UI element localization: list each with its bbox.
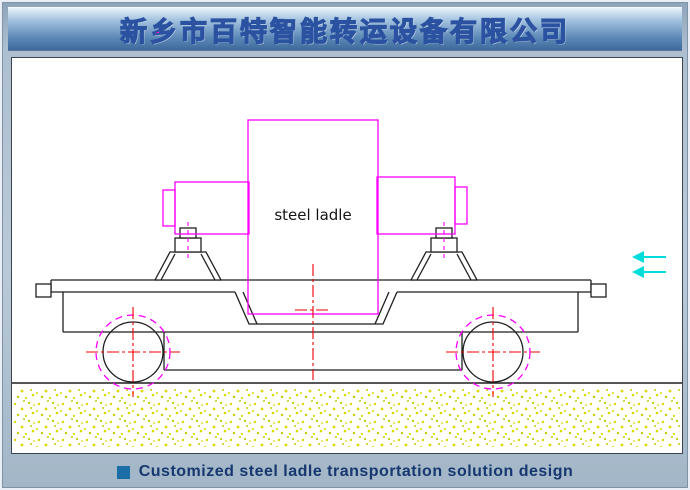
company-title: 新乡市百特智能转运设备有限公司 bbox=[119, 16, 570, 48]
direction-arrows-icon bbox=[632, 251, 666, 278]
left-trunnion-tab bbox=[162, 189, 176, 227]
ground-stipple bbox=[14, 389, 680, 447]
right-buffer bbox=[590, 283, 607, 298]
steel-ladle-label: steel ladle bbox=[274, 206, 351, 224]
right-trunnion-box bbox=[376, 176, 456, 235]
ladle-assembly: steel ladle bbox=[162, 119, 468, 315]
caption-bullet-icon bbox=[116, 465, 130, 479]
right-trunnion-tab bbox=[454, 186, 468, 225]
transfer-car-body bbox=[35, 222, 607, 371]
right-saddle-support bbox=[409, 227, 479, 281]
cad-drawing: steel ladle bbox=[12, 119, 682, 447]
centerlines bbox=[86, 264, 540, 397]
caption-text: Customized steel ladle transportation so… bbox=[138, 463, 574, 480]
rail-and-ground bbox=[12, 382, 682, 447]
left-trunnion-box bbox=[174, 181, 250, 235]
center-recess bbox=[234, 291, 398, 325]
drawing-area: steel ladle bbox=[11, 57, 683, 454]
header-bar: 新乡市百特智能转运设备有限公司 bbox=[8, 7, 682, 51]
left-buffer bbox=[35, 283, 52, 298]
footer-caption-row: Customized steel ladle transportation so… bbox=[2, 459, 688, 485]
left-saddle-support bbox=[153, 227, 223, 281]
